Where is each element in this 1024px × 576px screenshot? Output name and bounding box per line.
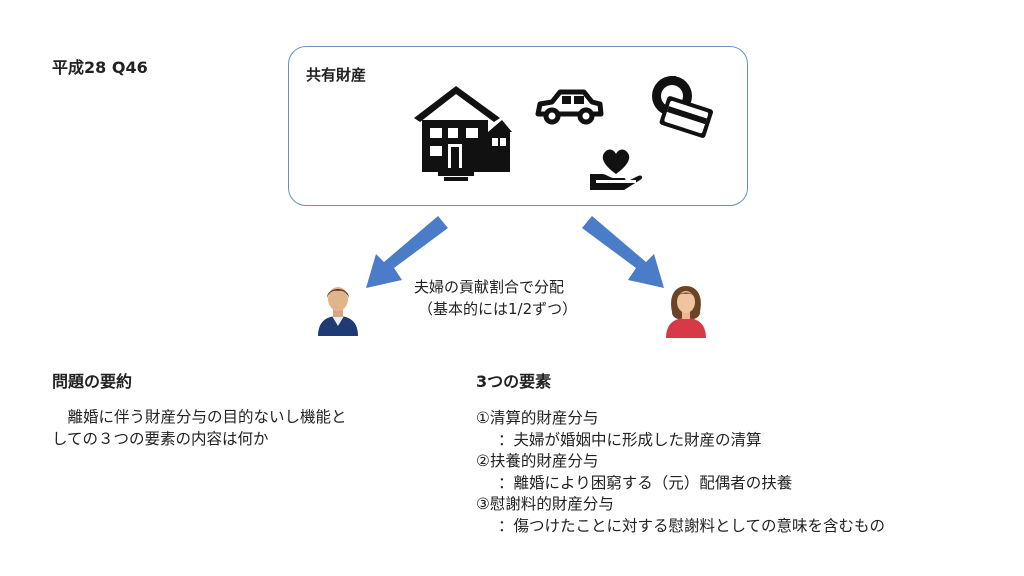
wife-avatar xyxy=(666,286,706,338)
division-note-line2: （基本的には1/2ずつ） xyxy=(418,300,578,318)
elements-heading: 3つの要素 xyxy=(476,372,552,391)
husband-avatar xyxy=(318,287,358,336)
shared-assets-box xyxy=(288,46,748,206)
summary-text-line1: 離婚に伴う財産分与の目的ないし機能と xyxy=(52,408,347,426)
element-1-title: ①清算的財産分与 xyxy=(476,409,599,427)
heart-hand-icon xyxy=(590,149,643,190)
element-2-desc: ：離婚により困窮する（元）配偶者の扶養 xyxy=(498,473,793,492)
element-2-title: ②扶養的財産分与 xyxy=(476,452,599,470)
summary-heading: 問題の要約 xyxy=(52,372,133,391)
slide-id: 平成28 Q46 xyxy=(52,58,148,77)
element-3-desc: ：傷つけたことに対する慰謝料としての意味を含むもの xyxy=(498,516,886,535)
arrow-to-wife xyxy=(582,216,664,288)
car-icon xyxy=(535,89,604,125)
summary-text: 離婚に伴う財産分与の目的ないし機能と しての３つの要素の内容は何か xyxy=(52,406,412,450)
elements-list: ①清算的財産分与 ：夫婦が婚姻中に形成した財産の清算 ②扶養的財産分与 ：離婚に… xyxy=(476,408,885,537)
house-icon xyxy=(414,86,512,181)
summary-text-line2: しての３つの要素の内容は何か xyxy=(52,430,269,448)
arrow-to-husband xyxy=(366,216,448,288)
shared-assets-title: 共有財産 xyxy=(306,66,367,84)
element-3-title: ③慰謝料的財産分与 xyxy=(476,495,614,513)
element-1-desc: ：夫婦が婚姻中に形成した財産の清算 xyxy=(498,430,762,449)
wallet-card-icon xyxy=(652,76,713,138)
division-note-line1: 夫婦の貢献割合で分配 xyxy=(414,278,565,296)
